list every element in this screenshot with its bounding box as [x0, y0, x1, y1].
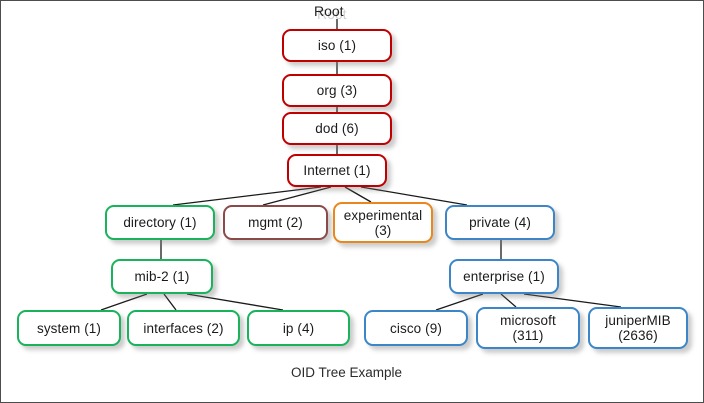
edge-mib2-to-ip — [186, 293, 284, 311]
node-label-org: org (3) — [316, 83, 358, 98]
node-internet[interactable]: Internet (1) — [287, 154, 387, 187]
node-label-cisco: cisco (9) — [390, 320, 442, 336]
node-experimental[interactable]: experimental (3) — [333, 202, 433, 243]
node-label-experimental: experimental (3) — [343, 207, 423, 238]
diagram-caption: OID Tree Example — [291, 365, 403, 380]
edge-internet-to-experimental — [344, 186, 372, 203]
node-label-mgmt: mgmt (2) — [248, 215, 303, 230]
node-system[interactable]: system (1) — [17, 310, 121, 346]
node-org[interactable]: org (3) — [282, 74, 392, 107]
edge-enterprise-to-juniper — [523, 293, 622, 308]
node-label-system: system (1) — [36, 320, 101, 336]
node-interfaces[interactable]: interfaces (2) — [127, 310, 240, 346]
node-label-juniper: juniperMIB (2636) — [605, 313, 671, 343]
node-microsoft[interactable]: microsoft (311) — [476, 307, 580, 349]
edge-enterprise-to-cisco — [435, 293, 484, 311]
node-label-iso: iso (1) — [317, 38, 357, 53]
edge-internet-to-directory — [172, 186, 322, 206]
node-label-private: private (4) — [469, 215, 531, 230]
edge-mib2-to-interfaces — [163, 293, 177, 311]
node-mib2[interactable]: mib-2 (1) — [111, 259, 213, 294]
node-label-enterprise: enterprise (1) — [463, 269, 545, 284]
node-label-directory: directory (1) — [123, 215, 197, 230]
node-enterprise[interactable]: enterprise (1) — [449, 259, 559, 294]
node-label-mib2: mib-2 (1) — [134, 269, 190, 284]
node-private[interactable]: private (4) — [445, 205, 555, 240]
node-directory[interactable]: directory (1) — [105, 205, 215, 240]
node-label-ip: ip (4) — [282, 320, 315, 336]
root-label: Root — [314, 3, 344, 19]
node-juniper[interactable]: juniperMIB (2636) — [588, 307, 688, 349]
node-mgmt[interactable]: mgmt (2) — [223, 205, 328, 240]
node-dod[interactable]: dod (6) — [282, 112, 392, 145]
node-label-microsoft: microsoft (311) — [500, 313, 556, 343]
node-label-dod: dod (6) — [315, 121, 359, 136]
node-ip[interactable]: ip (4) — [247, 310, 350, 346]
node-cisco[interactable]: cisco (9) — [364, 310, 468, 346]
edge-enterprise-to-microsoft — [500, 293, 517, 308]
edge-mib2-to-system — [100, 293, 148, 311]
edge-internet-to-mgmt — [262, 186, 332, 206]
node-iso[interactable]: iso (1) — [282, 29, 392, 62]
node-label-interfaces: interfaces (2) — [143, 320, 224, 336]
node-label-internet: Internet (1) — [303, 163, 371, 178]
